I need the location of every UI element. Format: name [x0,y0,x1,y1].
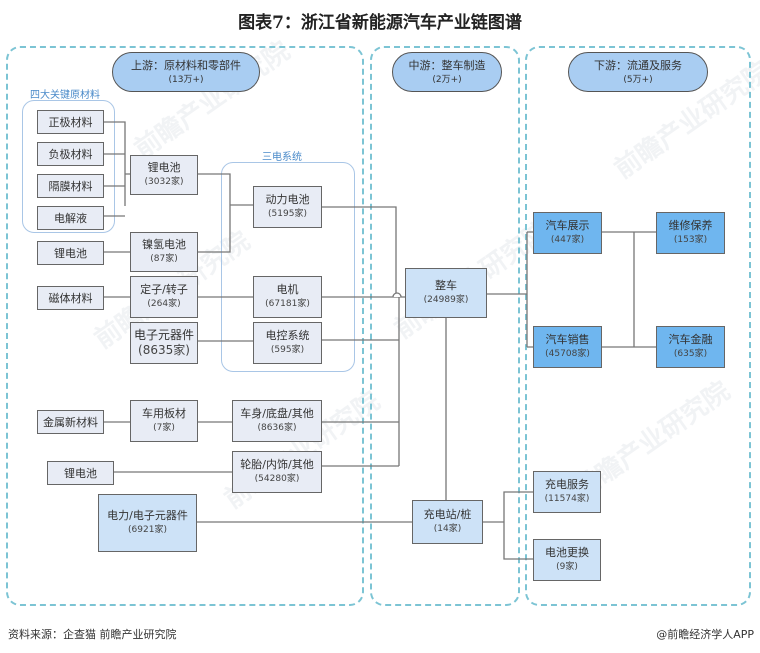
node-label: 动力电池 [265,193,310,206]
upstream-pill: 上游：原材料和零部件 (13万+) [112,52,260,92]
three-electric-label: 三电系统 [262,152,302,163]
node-count: (635家) [673,349,708,359]
node-count: (264家) [147,299,181,309]
node-count: (45708家) [545,349,590,359]
node-power-electronics: 电力/电子元器件 (6921家) [98,494,197,552]
node-count: (11574家) [544,494,590,504]
three-electric-group [221,162,355,372]
key-materials-group [22,100,115,233]
node-motor: 电机 (67181家) [253,276,322,318]
node-label: 电解液 [54,211,87,225]
node-magnet: 磁体材料 [37,286,104,310]
key-materials-label: 四大关键原材料 [30,90,100,101]
node-label: 轮胎/内饰/其他 [240,458,314,471]
node-count: (54280家) [254,474,300,484]
node-car-finance: 汽车金融 (635家) [656,326,725,368]
node-car-sales: 汽车销售 (45708家) [533,326,602,368]
node-label: 隔膜材料 [48,179,93,193]
downstream-pill: 下游：流通及服务 (5万+) [568,52,708,92]
chart-title: 图表7：浙江省新能源汽车产业链图谱 [238,13,522,33]
node-label: 锂电池 [54,246,87,260]
midstream-section [370,46,520,606]
node-count: (67181家) [265,299,310,309]
node-stator-rotor: 定子/转子 (264家) [130,276,198,318]
node-label: 充电站/桩 [423,508,472,521]
node-maintenance: 维修保养 (153家) [656,212,725,254]
node-count: (153家) [673,235,708,245]
node-power-battery: 动力电池 (5195家) [253,186,322,228]
node-car-display: 汽车展示 (447家) [533,212,602,254]
node-label: 磁体材料 [48,291,93,305]
node-count: (3032家) [144,177,184,187]
node-vehicle: 整车 (24989家) [405,268,487,318]
node-count: (24989家) [423,295,469,305]
node-body-chassis: 车身/底盘/其他 (8636家) [232,400,322,442]
node-count: (447家) [550,235,585,245]
node-charging-service: 充电服务 (11574家) [533,471,601,513]
node-electric-control: 电控系统 (595家) [253,322,322,364]
node-lithium-source: 锂电池 [37,241,104,265]
node-label: 锂电池 [64,466,97,480]
node-lithium-source-2: 锂电池 [47,461,114,485]
node-label: 镍氢电池 [142,238,186,251]
node-lithium-battery: 锂电池 (3032家) [130,155,198,195]
node-electronic-components: 电子元器件(8635家) [130,322,198,364]
node-label: 充电服务 [545,478,589,491]
midstream-label: 中游：整车制造 [408,59,486,72]
node-cathode: 正极材料 [37,110,104,134]
node-count: (8636家) [257,423,297,433]
node-count: (9家) [556,562,578,572]
node-vehicle-plate: 车用板材 (7家) [130,400,198,442]
node-count: (8635家) [138,343,190,357]
node-count: (6921家) [128,525,167,535]
midstream-pill: 中游：整车制造 (2万+) [392,52,502,92]
node-label: 锂电池 [147,161,181,174]
node-label: 定子/转子 [140,283,188,296]
node-label: 电力/电子元器件 [107,509,188,522]
node-label: 电池更换 [545,546,589,559]
node-metal: 金属新材料 [37,410,104,434]
node-separator: 隔膜材料 [37,174,104,198]
node-label: 汽车销售 [545,333,590,346]
node-label: 电子元器件 [133,328,194,342]
node-charging-station: 充电站/桩 (14家) [412,500,483,544]
node-label: 正极材料 [48,115,93,129]
credit-note: @前瞻经济学人APP [656,628,754,641]
node-count: (87家) [150,254,178,264]
node-label: 整车 [435,279,457,292]
node-label: 车身/底盘/其他 [240,407,314,420]
node-label: 金属新材料 [43,415,98,429]
node-tire-interior: 轮胎/内饰/其他 (54280家) [232,451,322,493]
node-label: 电控系统 [265,329,310,342]
upstream-label: 上游：原材料和零部件 [131,59,241,72]
node-count: (14家) [433,524,462,534]
node-label: 汽车展示 [545,219,590,232]
node-count: (7家) [153,423,175,433]
node-label: 汽车金融 [668,333,713,346]
node-count: (5195家) [268,209,307,219]
source-note: 资料来源：企查猫 前瞻产业研究院 [8,628,177,641]
node-count: (595家) [270,345,305,355]
node-label: 维修保养 [668,219,713,232]
node-electrolyte: 电解液 [37,206,104,230]
downstream-section [525,46,751,606]
downstream-count: (5万+) [623,75,653,85]
node-label: 电机 [276,283,299,296]
upstream-count: (13万+) [168,75,204,85]
node-nimh-battery: 镍氢电池 (87家) [130,232,198,272]
upstream-section [6,46,364,606]
node-battery-swap: 电池更换 (9家) [533,539,601,581]
downstream-label: 下游：流通及服务 [594,59,682,72]
node-label: 负极材料 [48,147,93,161]
node-label: 车用板材 [142,407,186,420]
node-anode: 负极材料 [37,142,104,166]
midstream-count: (2万+) [432,75,462,85]
